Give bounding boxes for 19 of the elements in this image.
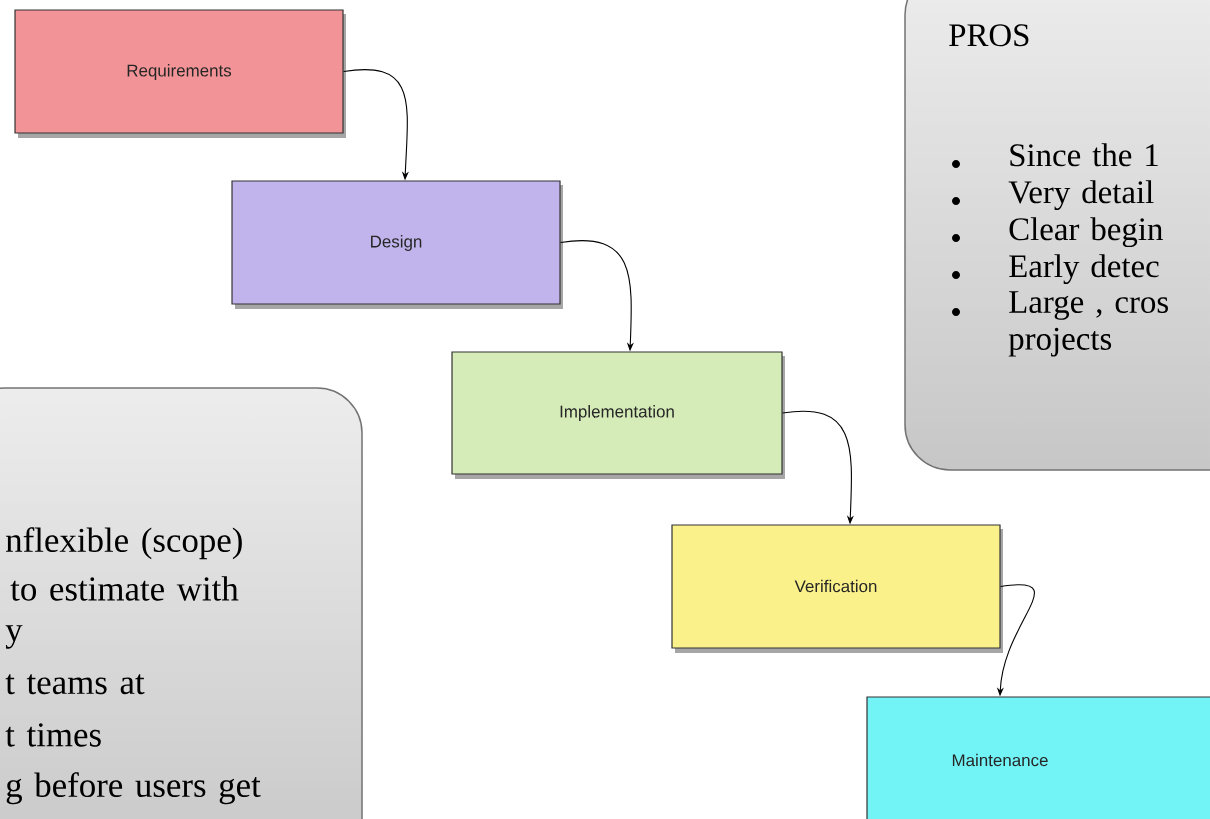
panel-text: t teams at xyxy=(5,674,145,695)
panel-text: to estimate with xyxy=(10,576,239,601)
panel xyxy=(0,387,363,819)
bullet-item: Clear begin xyxy=(952,217,1163,248)
panel xyxy=(904,0,1210,471)
panel-text: g before users get xyxy=(6,772,261,805)
process-box: Requirements xyxy=(14,9,346,138)
panel-text: PROS xyxy=(949,24,1029,47)
process-box: Verification xyxy=(671,524,1003,653)
bullet-item: Large , cros projects xyxy=(952,291,1168,357)
bullet-item: Since the 1 xyxy=(952,143,1158,168)
process-box: Design xyxy=(231,180,563,309)
process-box: Implementation xyxy=(451,351,785,479)
panel-text: nflexible (scope) xyxy=(6,527,242,560)
bullet-item: Very detail xyxy=(952,180,1154,211)
process-box: Maintenance xyxy=(866,696,1210,819)
panel-text: t times xyxy=(5,723,101,747)
panel-text: y xyxy=(5,625,23,649)
bullet-item: Early detec xyxy=(952,254,1159,285)
